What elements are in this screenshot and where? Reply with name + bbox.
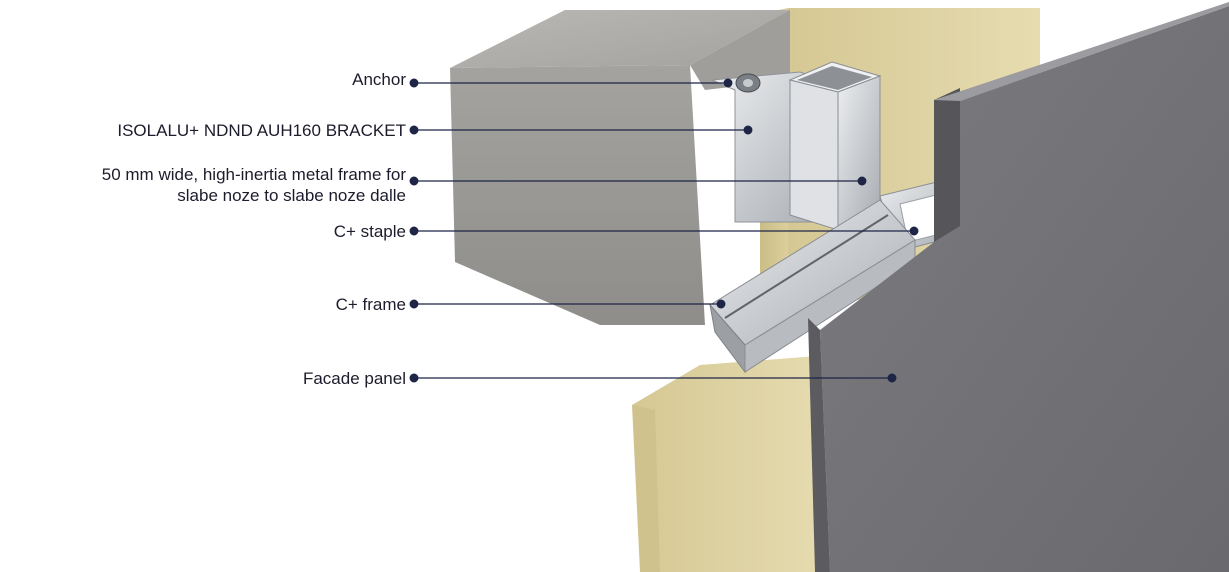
label-metal-frame-line1: 50 mm wide, high-inertia metal frame for <box>101 165 406 184</box>
lower-insulation <box>632 355 830 572</box>
leader-start-dot-cframe <box>409 299 419 309</box>
leader-end-dot-frame <box>857 176 867 186</box>
anchor-bolt <box>735 73 761 93</box>
facade-panel <box>808 2 1229 572</box>
leader-lines <box>409 78 919 383</box>
leader-end-dot-anchor <box>723 78 733 88</box>
leader-start-dot-staple <box>409 226 419 236</box>
label-c-frame: C+ frame <box>335 295 406 314</box>
leader-start-dot-bracket <box>409 125 419 135</box>
label-bracket: ISOLALU+ NDND AUH160 BRACKET <box>117 121 406 140</box>
leader-start-dot-panel <box>409 373 419 383</box>
leader-start-dot-anchor <box>409 78 419 88</box>
leader-end-dot-bracket <box>743 125 753 135</box>
leader-end-dot-cframe <box>716 299 726 309</box>
label-metal-frame: 50 mm wide, high-inertia metal frame for… <box>102 164 406 206</box>
leader-end-dot-staple <box>909 226 919 236</box>
leader-start-dot-frame <box>409 176 419 186</box>
label-metal-frame-line2: slabe noze to slabe noze dalle <box>177 186 406 205</box>
c-plus-frame-rail <box>709 199 916 374</box>
label-anchor: Anchor <box>352 70 406 89</box>
label-facade-panel: Facade panel <box>302 369 406 388</box>
leader-end-dot-panel <box>887 373 897 383</box>
label-staple: C+ staple <box>333 222 406 241</box>
metal-frame-tube <box>788 61 882 231</box>
